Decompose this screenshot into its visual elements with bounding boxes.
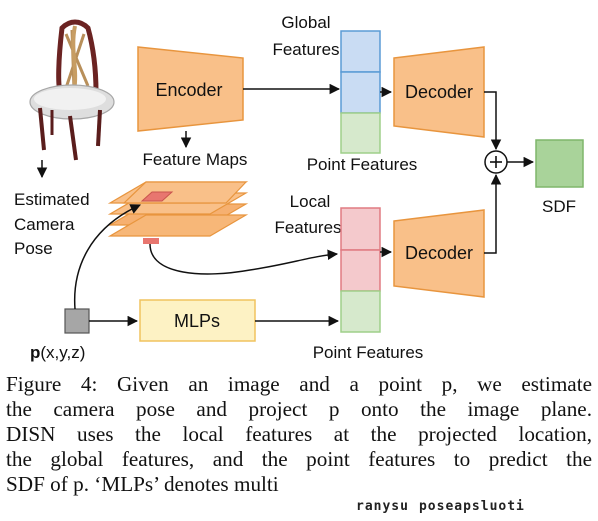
mlps-label: MLPs (174, 311, 220, 331)
decoder-top-label: Decoder (405, 82, 473, 102)
global-features-label-1: Global (281, 13, 330, 32)
figure-caption: Figure 4: Given an image and a point p, … (6, 372, 592, 497)
chair-image (29, 19, 115, 161)
local-features-label-2: Features (274, 218, 341, 237)
point-square-icon (64, 308, 90, 334)
decoder-bottom-label: Decoder (405, 243, 473, 263)
decoder-bottom-block (393, 209, 485, 298)
encoder-block (137, 46, 244, 132)
watermark-word-2: poseapsluoti (418, 498, 525, 514)
sdf-block (535, 139, 584, 188)
local-features-label-1: Local (290, 192, 331, 211)
feature-maps-stack (107, 181, 249, 244)
point-features-bottom-label: Point Features (313, 343, 424, 362)
point-label: p(x,y,z) (30, 343, 85, 362)
caption-line-4: the global features, and the point featu… (6, 447, 592, 471)
estimated-pose-label-1: Estimated (14, 190, 90, 209)
local-feature-stack (340, 207, 381, 333)
feature-maps-label: Feature Maps (143, 150, 248, 169)
caption-line-5: SDF of p. ‘MLPs’ denotes multi (6, 472, 279, 496)
estimated-pose-label-3: Pose (14, 239, 53, 258)
caption-line-1: Figure 4: Given an image and a point p, … (6, 372, 592, 396)
mlps-block (139, 299, 256, 342)
decoder-top-block (393, 46, 485, 138)
caption-line-3: DISN uses the local features at the proj… (6, 422, 592, 446)
watermark-overlay: ranysu poseapsluoti (352, 492, 574, 520)
estimated-pose-label-2: Camera (14, 215, 75, 234)
encoder-label: Encoder (155, 80, 222, 100)
watermark-word-1: ranysu (356, 498, 409, 514)
sdf-label: SDF (542, 197, 576, 216)
point-features-top-label: Point Features (307, 155, 418, 174)
projected-patch (140, 191, 174, 202)
caption-line-2: the camera pose and project p onto the i… (6, 397, 592, 421)
plus-icon (484, 150, 508, 174)
global-features-label-2: Features (272, 40, 339, 59)
global-feature-stack (340, 30, 381, 154)
